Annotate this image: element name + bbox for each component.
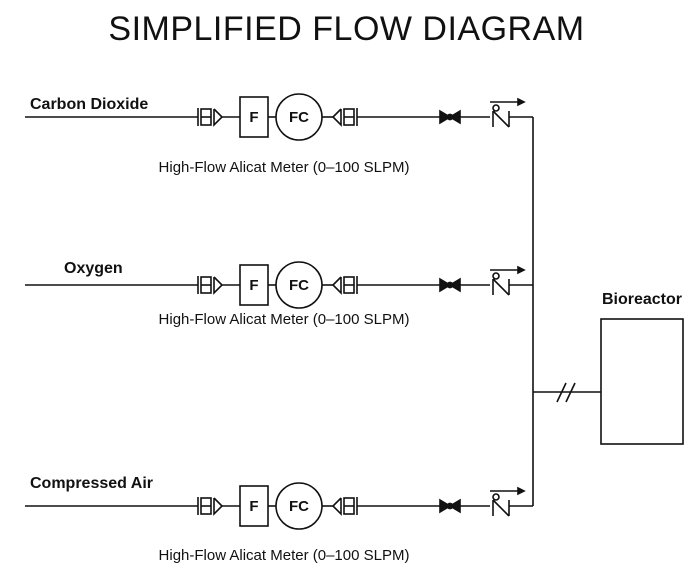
gas-label-2: Oxygen <box>64 260 123 277</box>
flow-element-2: F <box>239 264 269 306</box>
meter-label-2: High-Flow Alicat Meter (0–100 SLPM) <box>159 311 410 328</box>
flow-element-1: F <box>239 96 269 138</box>
check-valve-3-icon <box>490 486 526 517</box>
flow-box-letter-3: F <box>249 498 258 515</box>
inlet-fitting-3-icon <box>197 497 224 516</box>
diagram-title: SIMPLIFIED FLOW DIAGRAM <box>108 10 585 48</box>
gas-line-2: Oxygen F FC <box>25 260 533 328</box>
valve-1-icon <box>439 109 461 125</box>
flow-controller-3: FC <box>275 482 323 530</box>
flow-controller-1: FC <box>275 93 323 141</box>
bioreactor-label: Bioreactor <box>602 291 682 308</box>
gas-label-3: Compressed Air <box>30 475 153 492</box>
meter-label-1: High-Flow Alicat Meter (0–100 SLPM) <box>159 159 410 176</box>
signal-break-icon <box>556 382 576 403</box>
outlet-fitting-3-icon <box>331 497 358 516</box>
flow-box-letter-1: F <box>249 109 258 126</box>
outlet-fitting-2-icon <box>331 276 358 295</box>
bioreactor-box <box>600 318 684 445</box>
inlet-fitting-2-icon <box>197 276 224 295</box>
inlet-fitting-1-icon <box>197 108 224 127</box>
gas-label-1: Carbon Dioxide <box>30 96 148 113</box>
gas-line-1: Carbon Dioxide F FC <box>25 93 533 176</box>
valve-3-icon <box>439 498 461 514</box>
flow-element-3: F <box>239 485 269 527</box>
flow-controller-label-3: FC <box>289 498 309 515</box>
check-valve-1-icon <box>490 97 526 128</box>
flow-controller-label-2: FC <box>289 277 309 294</box>
check-valve-2-icon <box>490 265 526 296</box>
outlet-fitting-1-icon <box>331 108 358 127</box>
flow-controller-label-1: FC <box>289 109 309 126</box>
flow-controller-2: FC <box>275 261 323 309</box>
meter-label-3: High-Flow Alicat Meter (0–100 SLPM) <box>159 547 410 564</box>
valve-2-icon <box>439 277 461 293</box>
flow-box-letter-2: F <box>249 277 258 294</box>
gas-line-3: Compressed Air F FC <box>25 475 533 564</box>
